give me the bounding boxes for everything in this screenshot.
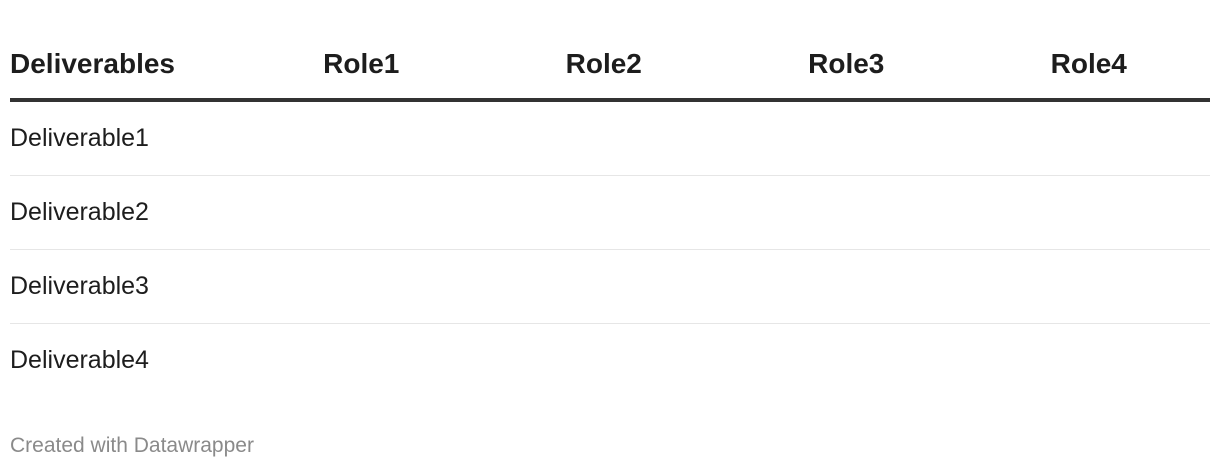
- table-cell-role1: [240, 175, 483, 250]
- table-cell-role2: [483, 324, 726, 398]
- table-cell-role2: [482, 249, 725, 324]
- table-row: Deliverable2: [10, 175, 1210, 250]
- table-cell-role4: [967, 100, 1210, 176]
- table-row: Deliverable1: [10, 100, 1210, 176]
- table-cell-role2: [482, 175, 725, 250]
- table-cell-role4: [968, 324, 1211, 398]
- table-cell-role3: [725, 175, 968, 250]
- table-cell-deliverable: Deliverable2: [10, 175, 240, 250]
- table-cell-role3: [725, 100, 968, 176]
- table-row: Deliverable4: [10, 324, 1210, 398]
- table-cell-deliverable: Deliverable4: [10, 346, 149, 374]
- table-cell-deliverable: Deliverable1: [10, 100, 240, 176]
- column-header-role3: Role3: [725, 30, 968, 102]
- table-cell-role1: [240, 100, 483, 176]
- table-header: Deliverables Role1 Role2 Role3 Role4: [10, 30, 1210, 102]
- table-cell-role4: [967, 249, 1210, 324]
- table-cell-role1: [240, 249, 483, 324]
- table-cell-role3: [725, 324, 968, 398]
- column-header-role1: Role1: [240, 30, 483, 102]
- data-table: Deliverables Role1 Role2 Role3 Role4 Del…: [10, 30, 1210, 397]
- datawrapper-credit: Created with Datawrapper: [10, 434, 254, 457]
- table-cell-role1: [240, 324, 483, 398]
- column-header-role2: Role2: [482, 30, 725, 102]
- column-header-role4: Role4: [967, 30, 1210, 102]
- table-cell-role2: [482, 100, 725, 176]
- column-header-deliverables: Deliverables: [10, 30, 240, 102]
- table-cell-role4: [967, 175, 1210, 250]
- header-row: Deliverables Role1 Role2 Role3 Role4: [10, 30, 1210, 102]
- table-body: Deliverable1 Deliverable2 Deliverable3: [10, 100, 1210, 397]
- data-table-container: Deliverables Role1 Role2 Role3 Role4 Del…: [10, 30, 1210, 397]
- table-row: Deliverable3: [10, 249, 1210, 324]
- table-cell-deliverable: Deliverable3: [10, 249, 240, 324]
- table-cell-role3: [725, 249, 968, 324]
